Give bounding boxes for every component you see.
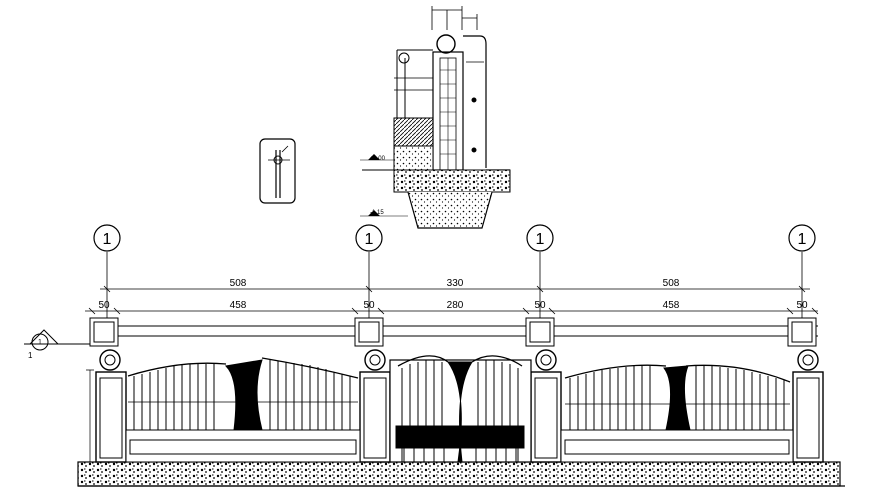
dim-overall-center: 330 xyxy=(447,278,464,289)
dim-detail-5: 50 xyxy=(534,300,546,311)
dim-overall-right: 508 xyxy=(663,278,680,289)
section-marker-bottom: 1 xyxy=(28,351,33,360)
pillar-3 xyxy=(530,349,562,463)
fence-panel-left xyxy=(125,357,361,463)
section-marker-top: 1 xyxy=(38,339,42,346)
pillar-4 xyxy=(792,349,824,463)
fence-panel-right xyxy=(560,364,794,463)
ornament-detail xyxy=(259,138,296,204)
axis-label-1: 1 xyxy=(103,231,112,248)
dim-detail-6: 458 xyxy=(663,300,680,311)
dim-detail-1: 50 xyxy=(98,300,110,311)
grid-axes xyxy=(93,224,816,344)
dim-detail-3: 50 xyxy=(363,300,375,311)
plan-strip xyxy=(89,317,818,347)
level-mark-lower: -1.15 xyxy=(370,210,384,216)
dim-detail-2: 458 xyxy=(230,300,247,311)
section-detail xyxy=(360,6,511,229)
axis-label-3: 1 xyxy=(536,231,545,248)
dimension-lines xyxy=(85,285,819,315)
axis-label-4: 1 xyxy=(798,231,807,248)
section-marker xyxy=(24,329,90,351)
axis-label-2: 1 xyxy=(365,231,374,248)
dim-detail-4: 280 xyxy=(447,300,464,311)
fence-elevation xyxy=(77,349,845,487)
dim-overall-left: 508 xyxy=(230,278,247,289)
gate-center xyxy=(389,355,532,463)
dim-detail-7: 50 xyxy=(796,300,808,311)
pillar-2 xyxy=(359,349,391,463)
pillar-1 xyxy=(95,349,127,463)
level-mark-upper: ±0.00 xyxy=(370,156,386,162)
